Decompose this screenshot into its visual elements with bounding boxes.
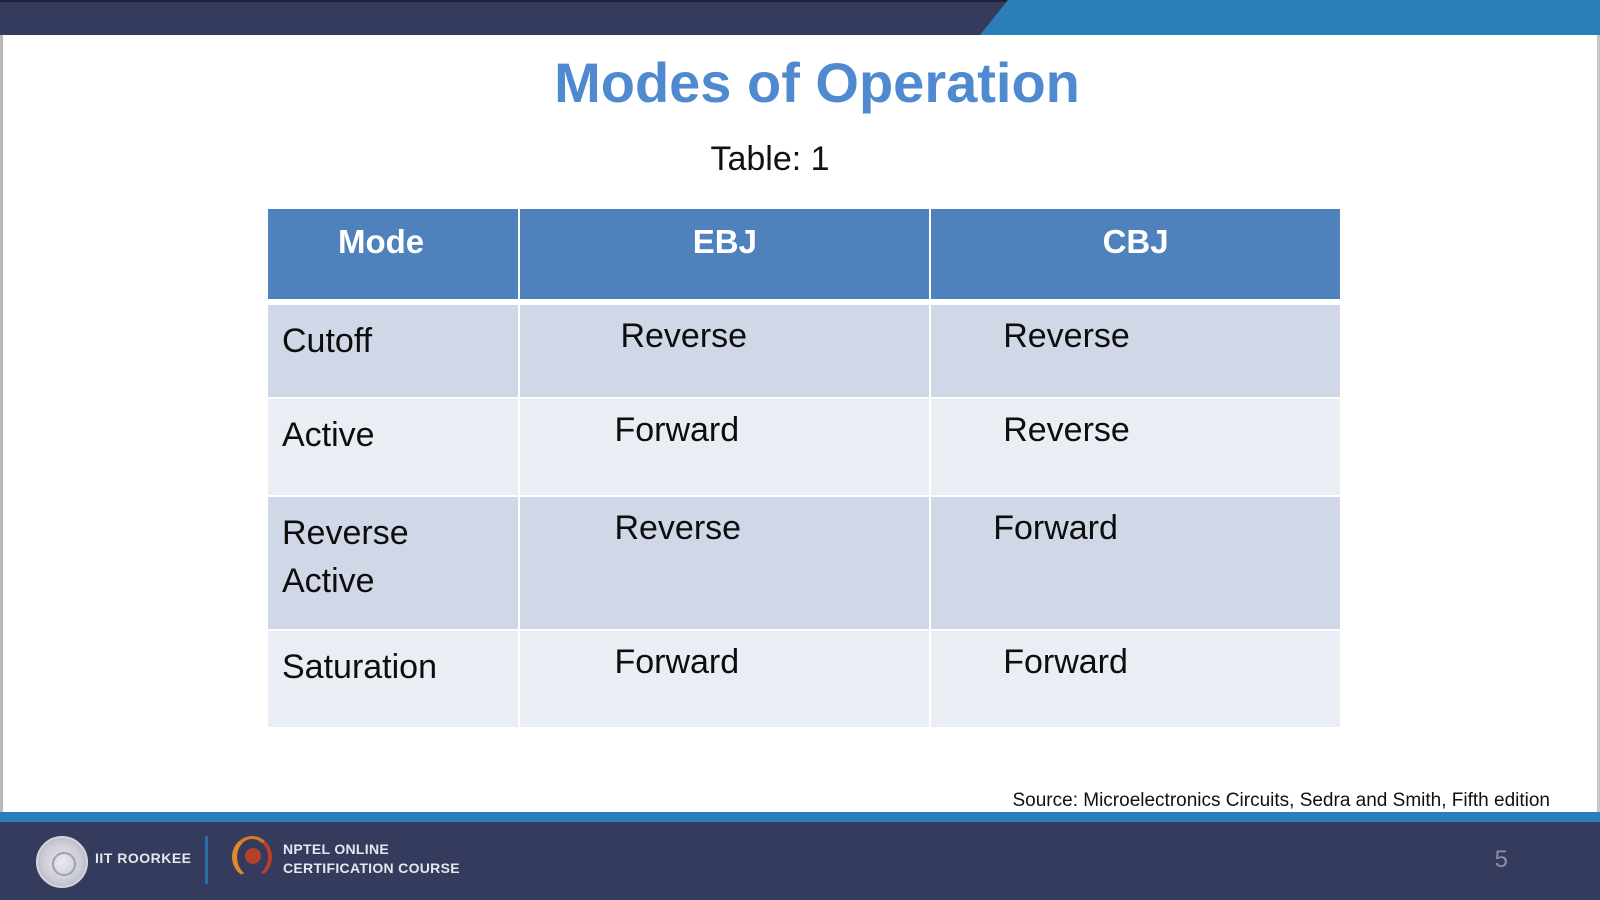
header-ebj: EBJ (518, 207, 932, 305)
cell-cbj: Reverse (929, 301, 1342, 399)
table-caption: Table: 1 (710, 140, 830, 178)
course-name-line1: NPTEL ONLINE (283, 841, 390, 857)
cell-mode-line2: Active (282, 562, 375, 600)
footer-accent-stripe (0, 812, 1600, 822)
nptel-logo-core (245, 848, 261, 864)
top-banner-accent (980, 0, 1600, 35)
footer-divider (205, 836, 208, 884)
cell-cbj: Forward (929, 495, 1342, 631)
page-number: 5 (1494, 846, 1508, 873)
footer-bar: IIT ROORKEE NPTEL ONLINE CERTIFICATION C… (0, 822, 1600, 900)
cell-cbj: Forward (929, 629, 1342, 729)
slide-title: Modes of Operation (554, 51, 1080, 114)
iit-roorkee-logo-icon (36, 836, 88, 888)
modes-table: Mode EBJ CBJ Cutoff Reverse Reverse Acti… (265, 207, 1342, 729)
iit-logo-emblem (52, 852, 76, 876)
course-name-line2: CERTIFICATION COURSE (283, 860, 460, 876)
source-citation: Source: Microelectronics Circuits, Sedra… (1012, 790, 1551, 811)
table-row: Saturation Forward Forward (265, 629, 1342, 729)
cell-ebj: Forward (518, 397, 932, 497)
table-row: Reverse Active Reverse Forward (265, 495, 1342, 631)
table-row: Active Forward Reverse (265, 397, 1342, 497)
top-banner-edge (0, 0, 1600, 2)
cell-ebj: Reverse (518, 301, 932, 399)
institute-name: IIT ROORKEE (95, 850, 192, 866)
nptel-logo-icon (232, 836, 272, 878)
top-banner (0, 0, 1600, 35)
slide-left-edge (0, 0, 3, 900)
cell-mode: Reverse Active (265, 495, 521, 631)
cell-ebj: Reverse (518, 495, 932, 631)
header-cbj: CBJ (929, 207, 1342, 305)
cell-mode: Active (265, 397, 521, 497)
cell-ebj: Forward (518, 629, 932, 729)
table-row: Cutoff Reverse Reverse (265, 301, 1342, 399)
cell-mode: Cutoff (265, 301, 521, 399)
slide-right-edge (1597, 0, 1600, 900)
header-mode: Mode (265, 207, 521, 305)
cell-cbj: Reverse (929, 397, 1342, 497)
cell-mode: Saturation (265, 629, 521, 729)
cell-mode-line1: Reverse (282, 514, 409, 552)
course-name: NPTEL ONLINE CERTIFICATION COURSE (283, 840, 460, 878)
table-header-row: Mode EBJ CBJ (265, 207, 1342, 305)
